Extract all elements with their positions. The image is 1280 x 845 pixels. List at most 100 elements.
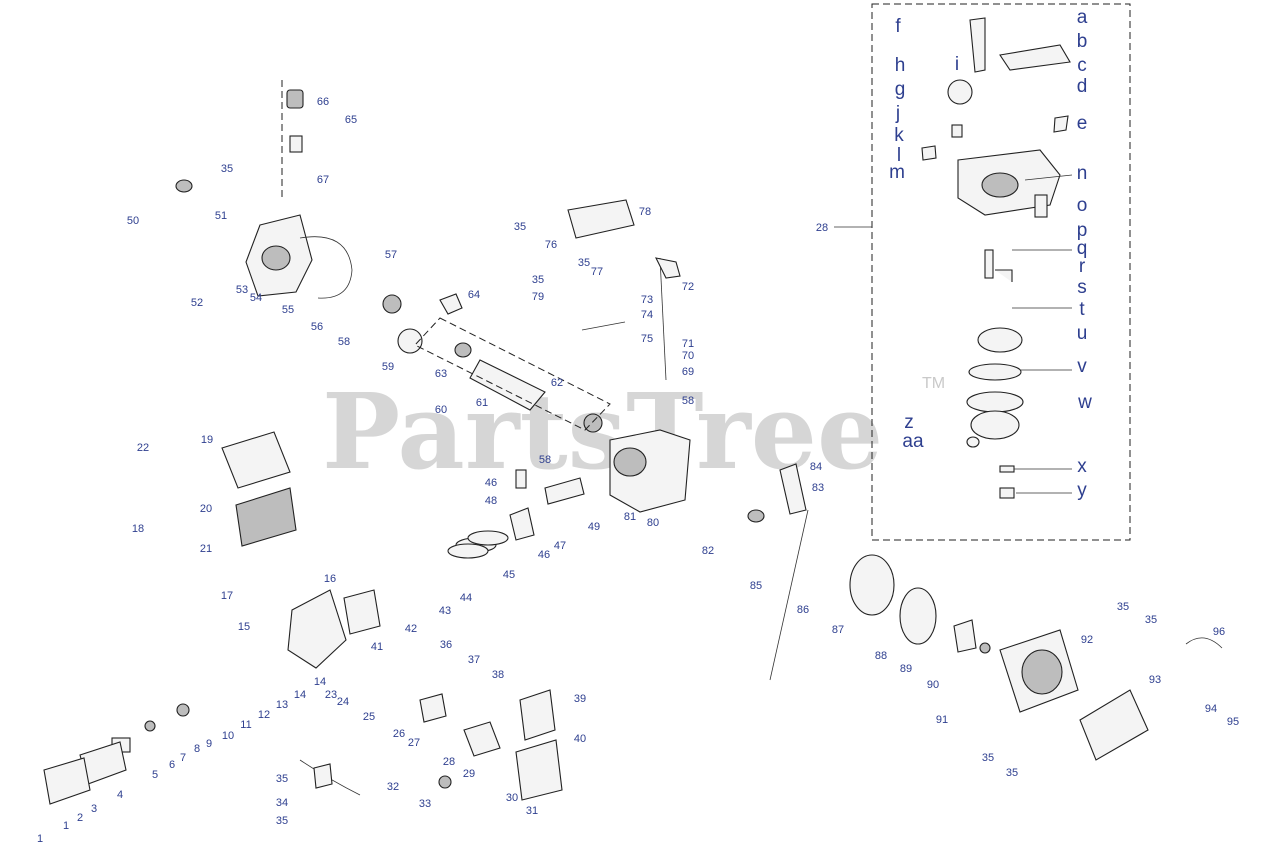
callout-34: 34 [276,797,288,809]
piston-ring-2 [447,543,489,559]
part-72 [655,257,681,279]
piston-ring-3 [467,530,509,546]
governor-arm [779,463,807,515]
callout-57: 57 [385,249,397,261]
callout-43: 43 [439,605,451,617]
callout-58: 58 [539,454,551,466]
callout-62: 62 [551,377,563,389]
callout-39: 39 [574,693,586,705]
inset-letter-n: n [1077,163,1088,184]
cylinder-head [287,589,347,669]
callout-64: 64 [468,289,480,301]
callout-53: 53 [236,284,248,296]
cylinder-bore [613,447,647,477]
callout-8: 8 [194,743,200,755]
callout-66: 66 [317,96,329,108]
callout-9: 9 [206,738,212,750]
callout-35: 35 [578,257,590,269]
callout-58: 58 [338,336,350,348]
starter-cup [953,619,977,653]
callout-94: 94 [1205,703,1217,715]
piston [509,507,535,541]
intake-gasket [419,693,447,723]
callout-13: 13 [276,699,288,711]
callout-2: 2 [77,812,83,824]
callout-33: 33 [419,798,431,810]
callout-80: 80 [647,517,659,529]
callout-40: 40 [574,733,586,745]
callout-86: 86 [797,604,809,616]
inset-letter-o: o [1077,195,1088,216]
callout-81: 81 [624,511,636,523]
inset-letter-p: p [1077,220,1088,241]
callout-35: 35 [1145,614,1157,626]
inset-letter-w: w [1077,392,1092,413]
callout-24: 24 [337,696,349,708]
carb-fitting [951,124,963,138]
bearing-left [382,294,402,314]
head-gasket [343,589,381,635]
inset-letter-g: g [895,79,906,100]
callout-88: 88 [875,650,887,662]
callout-89: 89 [900,663,912,675]
carb-bowl-ring [966,391,1024,413]
callout-52: 52 [191,297,203,309]
callout-78: 78 [639,206,651,218]
callout-14: 14 [294,689,306,701]
callout-58: 58 [682,395,694,407]
callout-20: 20 [200,503,212,515]
callout-92: 92 [1081,634,1093,646]
carburetor [463,721,501,757]
callout-21: 21 [200,543,212,555]
inset-letter-h: h [895,55,906,76]
callout-10: 10 [222,730,234,742]
carb-gasket [968,363,1022,381]
callout-26: 26 [393,728,405,740]
callout-7: 7 [180,752,186,764]
callout-44: 44 [460,592,472,604]
air-filter-housing [519,689,556,741]
carb-bowl [970,410,1020,440]
callout-38: 38 [492,669,504,681]
callout-55: 55 [282,304,294,316]
carb-clip [1053,115,1069,133]
callout-95: 95 [1227,716,1239,728]
oil-fill-tube [289,135,303,153]
part-64 [439,293,463,315]
callout-1: 1 [63,820,69,832]
oil-fill-cap [286,89,304,109]
callout-51: 51 [215,210,227,222]
callout-56: 56 [311,321,323,333]
callout-35: 35 [532,274,544,286]
valve-spring [176,703,190,717]
carb-bowl-nut [966,436,980,448]
cooling-fan [899,587,937,645]
valve-cover [567,199,635,239]
callout-46: 46 [538,549,550,561]
inset-letter-a: a [1077,7,1088,28]
carb-throttle-plate [947,79,973,105]
callout-67: 67 [317,174,329,186]
callout-50: 50 [127,215,139,227]
oil-seal [175,179,193,193]
carb-float [977,327,1023,353]
inset-letter-s: s [1077,277,1087,298]
crankcase-gasket [299,236,353,299]
callout-82: 82 [702,545,714,557]
part-34 [313,763,333,789]
connecting-rod [544,477,585,505]
callout-72: 72 [682,281,694,293]
callout-19: 19 [201,434,213,446]
callout-11: 11 [240,719,251,731]
callout-77: 77 [591,266,603,278]
flywheel [849,554,895,616]
callout-27: 27 [408,737,420,749]
inset-letter-m: m [889,162,905,183]
callout-35: 35 [514,221,526,233]
callout-29: 29 [463,768,475,780]
callout-45: 45 [503,569,515,581]
callout-63: 63 [435,368,447,380]
part-33 [438,775,452,789]
blower-opening [1021,649,1063,695]
